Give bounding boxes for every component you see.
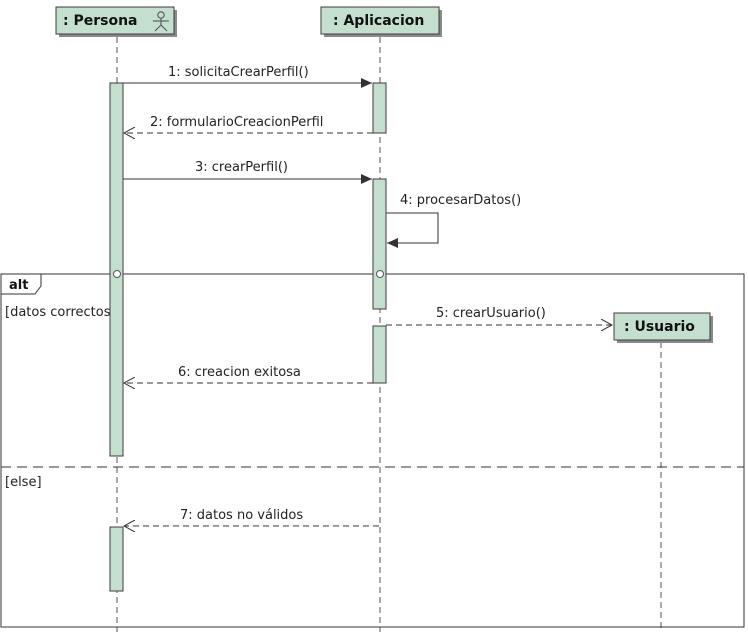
message-2[interactable]: 2: formularioCreacionPerfil	[124, 115, 373, 133]
message-4[interactable]: 4: procesarDatos()	[386, 193, 521, 248]
message-1-label: 1: solicitaCrearPerfil()	[168, 65, 309, 80]
message-7-label: 7: datos no válidos	[180, 508, 303, 523]
message-6-label: 6: creacion exitosa	[178, 365, 301, 380]
message-3-label: 3: crearPerfil()	[195, 160, 288, 175]
message-6[interactable]: 6: creacion exitosa	[124, 365, 373, 383]
message-3[interactable]: 3: crearPerfil()	[123, 160, 372, 184]
activation-aplicacion-1	[372, 82, 387, 134]
activation-aplicacion-3	[372, 325, 387, 384]
message-1[interactable]: 1: solicitaCrearPerfil()	[123, 65, 372, 88]
message-5-label: 5: crearUsuario()	[436, 306, 546, 321]
participant-usuario-label: : Usuario	[624, 319, 695, 335]
actor-icon	[153, 11, 169, 32]
participant-persona-label: : Persona	[63, 13, 138, 29]
alt-fragment-tab	[0, 273, 42, 295]
participant-usuario[interactable]: : Usuario	[613, 312, 713, 343]
message-7[interactable]: 7: datos no válidos	[124, 508, 379, 526]
activation-persona-main	[109, 82, 124, 457]
participant-aplicacion[interactable]: : Aplicacion	[320, 6, 442, 37]
activation-aplicacion-2	[372, 178, 387, 310]
alt-operator-label: alt	[9, 278, 28, 293]
fragment-marker-persona	[113, 270, 121, 278]
fragment-marker-aplicacion	[376, 270, 384, 278]
guard-else: [else]	[5, 475, 42, 490]
participant-aplicacion-label: : Aplicacion	[333, 13, 424, 29]
message-4-label: 4: procesarDatos()	[400, 193, 521, 208]
message-2-label: 2: formularioCreacionPerfil	[150, 115, 323, 130]
participant-persona[interactable]: : Persona	[55, 6, 177, 37]
message-5[interactable]: 5: crearUsuario()	[386, 306, 612, 325]
guard-datos-correctos: [datos correctos]	[5, 305, 116, 320]
activation-persona-else	[109, 526, 124, 592]
